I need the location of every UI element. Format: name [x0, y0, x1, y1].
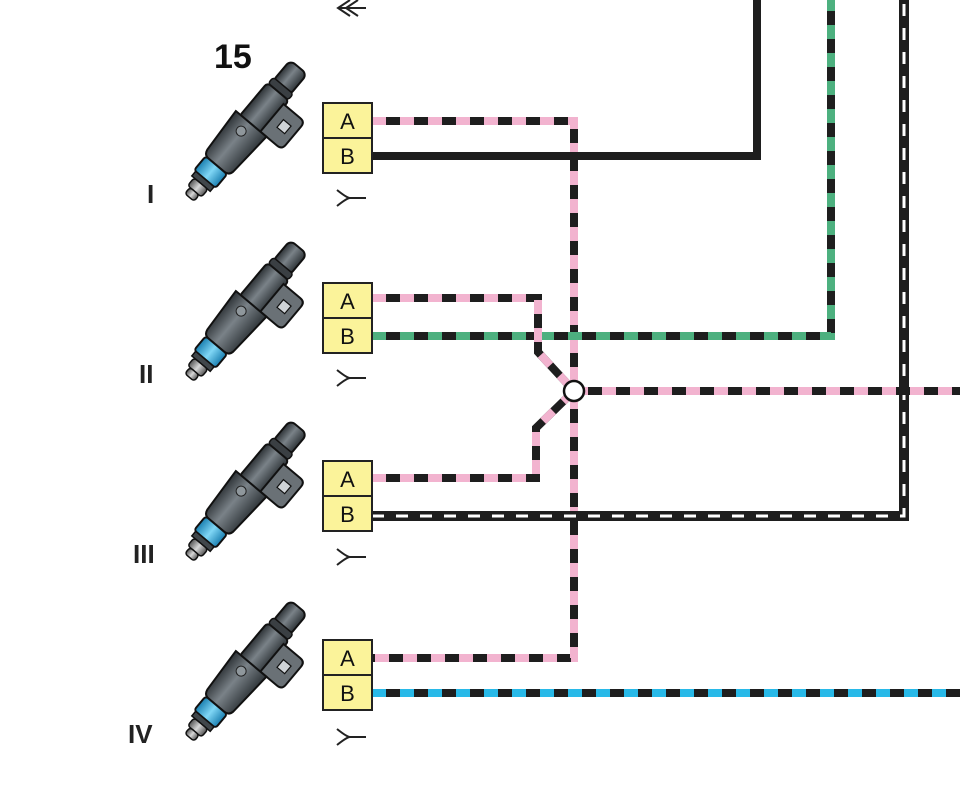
connector-block: A B [322, 282, 373, 354]
component-number: 15 [214, 38, 252, 76]
injector-label: IV [128, 719, 153, 749]
pin-a-label: A [340, 109, 355, 134]
injector-label: I [147, 179, 154, 209]
wire-pink-black-injector-3-a [372, 388, 577, 482]
injector-4: IV A B [128, 593, 373, 765]
wire-black-green-injector-2-b [372, 0, 835, 340]
plug-connector-icon [336, 189, 366, 207]
fuel-injector-icon [173, 233, 331, 405]
pin-b-label: B [340, 324, 355, 349]
injector-label: III [133, 539, 155, 569]
wire-black-white-injector-3-b [372, 0, 909, 521]
wires [372, 0, 960, 697]
pin-b-label: B [340, 144, 355, 169]
pin-a-label: A [340, 467, 355, 492]
fuel-injector-icon [173, 593, 331, 765]
fuel-injector-icon [173, 413, 331, 585]
connector-block: A B [322, 639, 373, 711]
plug-connector-icon [336, 548, 366, 566]
injector-label: II [139, 359, 153, 389]
connector-block: A B [322, 460, 373, 532]
pin-a-label: A [340, 289, 355, 314]
wire-pink-black-injector-2-a [372, 294, 577, 394]
connector-block: A B [322, 102, 373, 174]
injector-3: III A B [133, 413, 373, 585]
injector-2: II A B [139, 233, 373, 405]
pin-b-label: B [340, 502, 355, 527]
pin-b-label: B [340, 681, 355, 706]
injector-1: I A B [147, 53, 373, 225]
plug-connector-icon [336, 369, 366, 387]
double-chevron-connector-icon [336, 0, 366, 17]
pin-a-label: A [340, 646, 355, 671]
wire-pink-black-main-vertical [372, 117, 578, 662]
fuel-injector-icon [173, 53, 331, 225]
plug-connector-icon [336, 728, 366, 746]
splice-node-icon [562, 379, 586, 403]
wire-black-injector-1-b [372, 0, 761, 160]
